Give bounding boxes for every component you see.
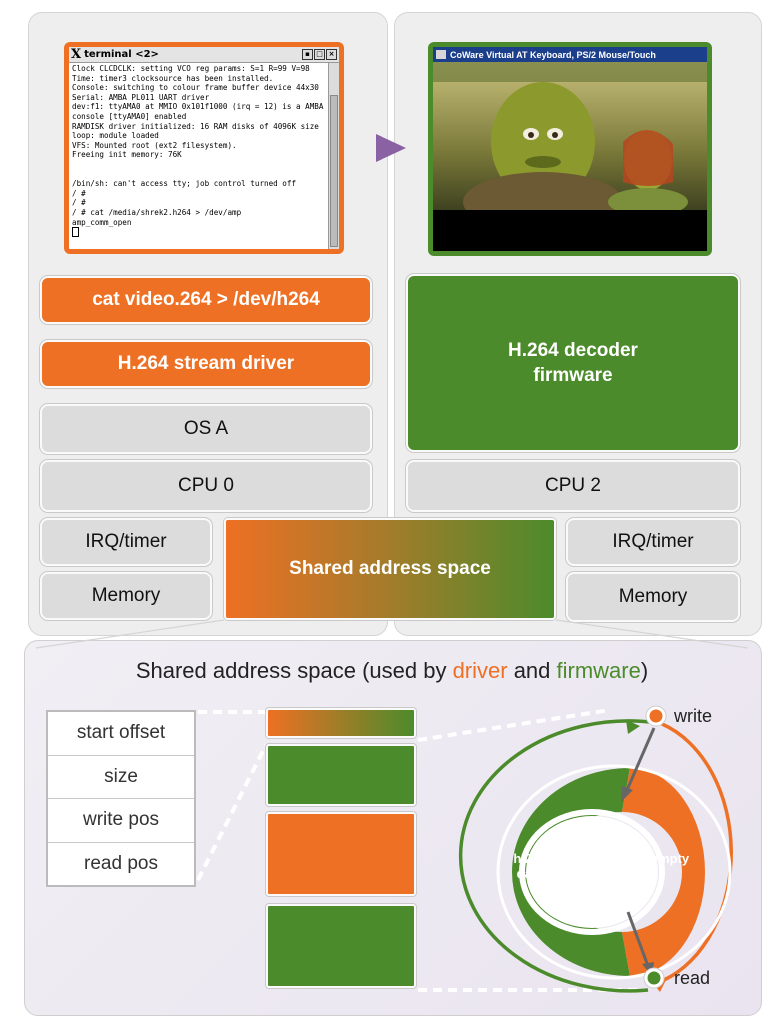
os-a-box: OS A bbox=[40, 404, 372, 454]
terminal-line: Time: timer3 clocksource has been instal… bbox=[72, 73, 274, 83]
shared-space-title: Shared address space (used by driver and… bbox=[24, 658, 760, 684]
write-marker-dot bbox=[649, 709, 663, 723]
shared-address-space-box: Shared address space bbox=[224, 518, 556, 620]
terminal-line: loop: module loaded bbox=[72, 131, 159, 141]
dash-connector-bottom-left bbox=[196, 744, 268, 881]
terminal-line: Console: switching to colour frame buffe… bbox=[72, 83, 319, 93]
terminal-line: RAMDISK driver initialized: 16 RAM disks… bbox=[72, 121, 319, 131]
terminal-titlebar[interactable]: X terminal <2> ▪ □ × bbox=[69, 47, 339, 63]
title-and: and bbox=[507, 658, 557, 683]
empty-segment-label: empty bbox=[650, 851, 690, 866]
green-arrowhead-icon bbox=[626, 720, 640, 734]
video-window: CoWare Virtual AT Keyboard, PS/2 Mouse/T… bbox=[428, 42, 712, 256]
terminal-line: dev:f1: ttyAMA0 at MMIO 0x101f1000 (irq … bbox=[72, 102, 324, 112]
command-box: cat video.264 > /dev/h264 bbox=[40, 276, 372, 324]
video-frame bbox=[433, 62, 707, 251]
stream-driver-box: H.264 stream driver bbox=[40, 340, 372, 388]
data-ring-segment bbox=[512, 768, 630, 976]
funnel-line-right bbox=[555, 619, 749, 649]
video-title: CoWare Virtual AT Keyboard, PS/2 Mouse/T… bbox=[450, 49, 656, 60]
cpu-2-box: CPU 2 bbox=[406, 460, 740, 512]
terminal-scrollbar[interactable] bbox=[328, 63, 339, 249]
cpu-0-box: CPU 0 bbox=[40, 460, 372, 512]
field-size: size bbox=[48, 756, 194, 799]
terminal-line: VFS: Mounted root (ext2 filesystem). bbox=[72, 140, 237, 150]
right-irq-timer-box: IRQ/timer bbox=[566, 518, 740, 566]
close-icon[interactable]: × bbox=[326, 49, 337, 60]
dash-connector-top-right bbox=[417, 708, 611, 742]
video-titlebar[interactable]: CoWare Virtual AT Keyboard, PS/2 Mouse/T… bbox=[433, 47, 707, 62]
field-start-offset: start offset bbox=[48, 712, 194, 756]
window-icon bbox=[436, 50, 446, 59]
funnel-line-left bbox=[35, 619, 225, 649]
memory-block-data-2 bbox=[266, 904, 416, 988]
memory-block-empty bbox=[266, 812, 416, 896]
write-label: write bbox=[674, 706, 713, 726]
title-suffix: ) bbox=[640, 658, 649, 683]
terminal-line: / # bbox=[72, 188, 86, 198]
read-pointer-line bbox=[626, 911, 650, 967]
x-logo-icon: X bbox=[71, 47, 82, 62]
terminal-line: Clock CLCDCLK: setting VCO reg params: S… bbox=[72, 64, 310, 73]
left-memory-box: Memory bbox=[40, 572, 212, 620]
right-memory-box: Memory bbox=[566, 572, 740, 622]
decoder-firmware-label: H.264 decoder firmware bbox=[508, 340, 638, 386]
terminal-output[interactable]: Clock CLCDCLK: setting VCO reg params: S… bbox=[69, 63, 329, 249]
write-pointer-arrowhead-icon bbox=[621, 786, 633, 802]
write-pointer-line bbox=[625, 727, 656, 791]
terminal-title: terminal <2> bbox=[84, 49, 159, 60]
ring-hole bbox=[526, 816, 658, 928]
terminal-window: X terminal <2> ▪ □ × Clock CLCDCLK: sett… bbox=[64, 42, 344, 254]
empty-ring-segment bbox=[622, 768, 705, 976]
field-read-pos: read pos bbox=[84, 852, 158, 874]
data-segment-label: h.264 data bbox=[513, 851, 547, 881]
green-outer-arc bbox=[458, 719, 651, 993]
left-irq-timer-box: IRQ/timer bbox=[40, 518, 212, 566]
terminal-line: Serial: AMBA PL011 UART driver bbox=[72, 92, 210, 102]
maximize-icon[interactable]: □ bbox=[314, 49, 325, 60]
terminal-line: console [ttyAMA0] enabled bbox=[72, 111, 187, 121]
terminal-line: / # cat /media/shrek2.h264 > /dev/amp bbox=[72, 207, 242, 217]
terminal-cursor bbox=[72, 227, 326, 240]
title-prefix: Shared address space (used by bbox=[135, 658, 453, 683]
memory-block-header bbox=[266, 708, 416, 738]
terminal-line: amp_comm_open bbox=[72, 217, 132, 227]
terminal-line: / # bbox=[72, 198, 86, 208]
read-marker-dot bbox=[647, 971, 661, 985]
memory-block-data-1 bbox=[266, 744, 416, 806]
minimize-icon[interactable]: ▪ bbox=[302, 49, 313, 60]
terminal-line: /bin/sh: can't access tty; job control t… bbox=[72, 179, 297, 189]
decoder-firmware-box: H.264 decoder firmware bbox=[406, 274, 740, 452]
terminal-line: Freeing init memory: 76K bbox=[72, 150, 182, 160]
title-firmware: firmware bbox=[556, 658, 641, 683]
title-driver: driver bbox=[452, 658, 508, 683]
read-label: read bbox=[674, 968, 711, 988]
ring-buffer-fields-table: start offset size write pos read pos bbox=[46, 710, 196, 887]
ring-inner-border bbox=[519, 809, 665, 935]
right-arrow-icon bbox=[376, 134, 406, 162]
orange-outer-arc bbox=[661, 722, 733, 982]
ring-outer-border bbox=[496, 764, 732, 980]
field-write-pos: write pos bbox=[48, 799, 194, 843]
scrollbar-thumb[interactable] bbox=[330, 95, 338, 247]
